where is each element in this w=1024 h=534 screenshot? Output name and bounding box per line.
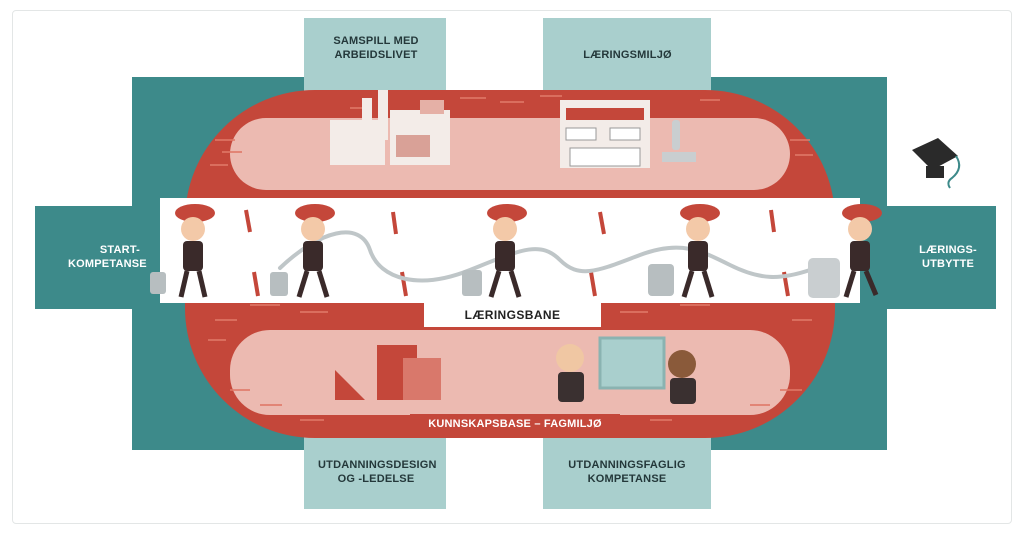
student-icon (842, 204, 882, 298)
factory-icon (330, 90, 450, 165)
building-icon (560, 100, 650, 168)
microscope-icon (662, 120, 696, 162)
label-startkompetanse: START-KOMPETANSE (68, 244, 147, 270)
label-laeringsmiljo: LÆRINGSMILJØ (583, 49, 672, 61)
label-samspill: SAMSPILL MED ARBEIDSLIVET (333, 35, 419, 61)
rope-path (278, 230, 812, 283)
label-kunnskapsbase: KUNNSKAPSBASE – FAGMILJØ (428, 418, 602, 430)
student-icon (680, 204, 720, 298)
track-inner-top (230, 118, 790, 190)
teachers-icon (556, 336, 696, 404)
graduation-cap-icon (912, 138, 961, 189)
label-laeringsutbytte: LÆRINGS-UTBYTTE (919, 244, 977, 270)
bottom-right-box (543, 437, 711, 509)
suitcase-icon (150, 272, 166, 294)
track-inner-bottom (230, 330, 790, 415)
lane-poles (244, 209, 790, 297)
right-arm (883, 206, 996, 309)
student-icon (487, 204, 527, 298)
base-strip (410, 414, 620, 434)
bottom-left-box (304, 437, 446, 509)
suitcase-icon (462, 270, 482, 296)
suitcase-icon (808, 258, 840, 298)
blocks-icon (335, 345, 441, 400)
top-right-box (543, 18, 711, 96)
brick-pattern (205, 95, 820, 421)
student-icon (175, 204, 215, 298)
left-arm (35, 206, 145, 309)
learning-lane-label: LÆRINGSBANE (424, 303, 601, 327)
label-utdanningsdesign: UTDANNINGSDESIGN OG -LEDELSE (318, 459, 437, 485)
student-icon (295, 204, 335, 298)
suitcase-icon (270, 272, 288, 296)
suitcase-icon (648, 264, 674, 296)
label-utdanningsfaglig: UTDANNINGSFAGLIG KOMPETANSE (568, 459, 686, 485)
top-left-box (304, 18, 446, 96)
